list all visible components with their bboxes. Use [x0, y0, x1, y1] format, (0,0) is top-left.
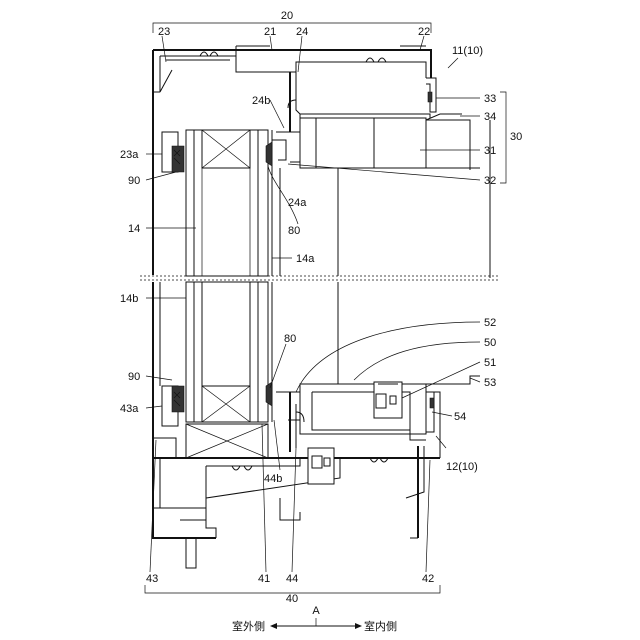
glass-unit-14 — [186, 130, 338, 276]
upper-chamber-30 — [300, 114, 490, 278]
label-51: 51 — [484, 357, 496, 369]
label-42: 42 — [422, 573, 434, 585]
indoor-side-label: 室内側 — [364, 619, 397, 633]
glazing-bead-80-top — [266, 140, 286, 166]
label-21: 21 — [264, 26, 276, 38]
label-24b: 24b — [252, 95, 270, 107]
right-bracket-30 — [500, 92, 506, 183]
label-24: 24 — [296, 26, 308, 38]
arrow-head-left — [270, 623, 277, 629]
label-12: 12(10) — [446, 461, 478, 473]
label-31: 31 — [484, 145, 496, 157]
label-80-bottom: 80 — [284, 333, 296, 345]
outdoor-side-label: 室外側 — [232, 619, 265, 633]
break-line — [140, 276, 500, 280]
gasket-90-top — [162, 132, 184, 172]
label-33: 33 — [484, 93, 496, 105]
label-23: 23 — [158, 26, 170, 38]
label-80-top: 80 — [288, 225, 300, 237]
label-43a: 43a — [120, 403, 139, 415]
label-44: 44 — [286, 573, 298, 585]
direction-indicator: A 室外側 室内側 — [232, 605, 397, 633]
label-14: 14 — [128, 223, 140, 235]
latch-lower — [308, 448, 334, 484]
label-14b: 14b — [120, 293, 138, 305]
label-22: 22 — [418, 26, 430, 38]
label-20: 20 — [281, 10, 293, 22]
upper-frame-20 — [153, 46, 436, 275]
label-54: 54 — [454, 411, 466, 423]
label-53: 53 — [484, 377, 496, 389]
label-50: 50 — [484, 337, 496, 349]
top-bracket-20 — [153, 23, 431, 33]
label-23a: 23a — [120, 149, 139, 161]
reference-labels: 20 23 21 24 22 11(10) 24b 33 34 30 31 32… — [120, 10, 522, 605]
label-34: 34 — [484, 111, 496, 123]
label-30: 30 — [510, 131, 522, 143]
label-14a: 14a — [296, 253, 315, 265]
label-90-bottom: 90 — [128, 371, 140, 383]
label-24a: 24a — [288, 197, 307, 209]
direction-letter: A — [312, 605, 320, 617]
label-41: 41 — [258, 573, 270, 585]
arrow-head-right — [355, 623, 362, 629]
label-43: 43 — [146, 573, 158, 585]
label-11: 11(10) — [452, 45, 483, 57]
label-52: 52 — [484, 317, 496, 329]
gasket-90-bottom — [162, 386, 184, 426]
label-40: 40 — [286, 593, 298, 605]
label-32: 32 — [484, 175, 496, 187]
label-90-top: 90 — [128, 175, 140, 187]
label-44b: 44b — [264, 473, 282, 485]
clip-33 — [428, 92, 432, 102]
bottom-bracket-40 — [145, 585, 440, 593]
latch-51 — [374, 382, 402, 418]
